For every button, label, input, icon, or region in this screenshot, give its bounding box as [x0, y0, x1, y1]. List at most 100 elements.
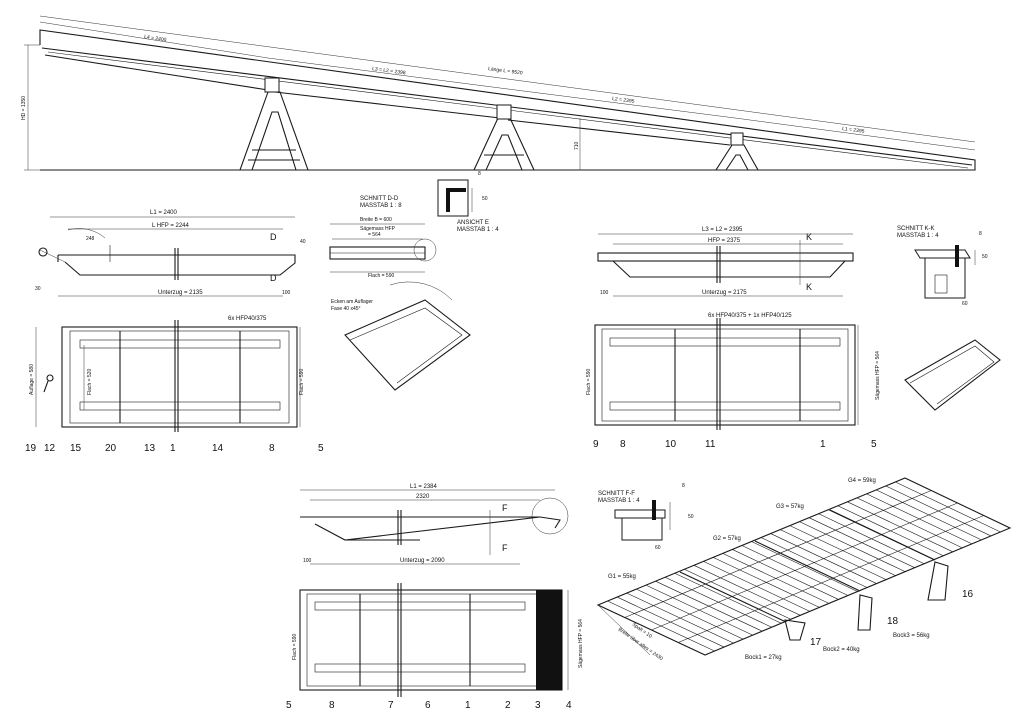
callout-6: 6: [425, 700, 431, 711]
sec-ff-d3: 60: [655, 545, 661, 551]
m2-cut-top: K: [806, 232, 812, 242]
m1-flach-l: Flach = 520: [87, 369, 93, 395]
callout-19: 19: [25, 443, 37, 454]
callout-5-m1: 5: [318, 443, 324, 454]
m1-cut-top: D: [270, 232, 277, 242]
m2-cut-bottom: K: [806, 282, 812, 292]
dim-h1: 710: [574, 141, 580, 150]
m2-dim-hfp: HFP = 2375: [708, 238, 741, 244]
callout-16: 16: [962, 589, 974, 600]
sec-dd-flach: Flach = 590: [368, 273, 394, 279]
m1-cut-bottom: D: [270, 273, 277, 283]
module-3-elevation: L1 = 2384 2320 Unterzug = 2090 100 F F: [300, 484, 569, 565]
dim-l1: L1 = 2395: [842, 126, 865, 135]
module-2-isometric: [904, 339, 1001, 411]
callout-3: 3: [535, 700, 541, 711]
m1-dim-30: 30: [35, 286, 41, 292]
callout-7: 7: [388, 700, 394, 711]
module-2-elevation: L3 = L2 = 2395 HFP = 2375 Unterzug = 217…: [597, 227, 854, 297]
callout-15: 15: [70, 443, 82, 454]
m3-cut-top: F: [502, 503, 508, 513]
weight-bock1: Bock1 = 27kg: [745, 655, 782, 661]
module-2-plan: 6x HFP40/375 + 1x HFP40/125 Flach = 590 …: [586, 313, 881, 430]
callout-5-m2: 5: [871, 439, 877, 450]
m1-iso-note-1: Ecken am Auflager: [331, 299, 373, 305]
m1-auflage: Auflage = 580: [29, 364, 35, 395]
sec-kk-d3: 60: [962, 301, 968, 307]
m1-dim-248: 248: [86, 236, 95, 242]
ans-e-scale: MASSTAB 1 : 4: [457, 227, 499, 233]
sec-dd-scale: MASSTAB 1 : 8: [360, 203, 402, 209]
weight-g2: G2 = 57kg: [713, 536, 741, 542]
section-d-d: SCHNITT D-D MASSTAB 1 : 8 Breite B = 600…: [329, 196, 437, 279]
rail-line: [651, 502, 958, 631]
m2-dim-unterzug: Unterzug = 2175: [702, 290, 747, 296]
m1-flach-r: Flach = 590: [299, 369, 305, 395]
m1-dim-l1: L1 = 2400: [150, 210, 178, 216]
sec-kk-d1: 8: [979, 231, 982, 237]
callout-5-m3: 5: [286, 700, 292, 711]
m2-flach: Flach = 590: [586, 369, 592, 395]
weight-bock2: Bock2 = 40kg: [823, 647, 860, 653]
callout-13: 13: [144, 443, 156, 454]
callout-4: 4: [566, 700, 572, 711]
m1-dim-100: 100: [282, 290, 291, 296]
rail-line: [624, 490, 932, 618]
sec-ff-d2: 50: [688, 514, 694, 520]
sec-kk-d2: 50: [982, 254, 988, 260]
ramp-isometric: G1 = 55kg G2 = 57kg G3 = 57kg G4 = 59kg …: [596, 477, 1012, 662]
weight-g3: G3 = 57kg: [776, 504, 804, 510]
callout-17: 17: [810, 637, 822, 648]
callout-12: 12: [44, 443, 56, 454]
dim-l3: L3 = L2 = 2398: [372, 66, 406, 76]
module-3-plan: Flach = 590 Sägemass HFP = 564: [292, 583, 584, 697]
rail-line: [678, 515, 984, 643]
callout-8-m1: 8: [269, 443, 275, 454]
callout-11: 11: [705, 439, 716, 450]
callout-10: 10: [665, 439, 677, 450]
m3-dim-2320: 2320: [416, 494, 430, 500]
sec-kk-scale: MASSTAB 1 : 4: [897, 233, 939, 239]
sec-ff-scale: MASSTAB 1 : 4: [598, 498, 640, 504]
dim-hd: HD = 1350: [21, 96, 27, 120]
m3-dim-100: 100: [303, 558, 312, 564]
weight-g4: G4 = 59kg: [848, 478, 876, 484]
dim-l2: L2 = 2395: [612, 96, 635, 105]
m3-cut-bottom: F: [502, 543, 508, 553]
callout-14: 14: [212, 443, 224, 454]
m1-dim-40: 40: [300, 239, 306, 245]
callout-9: 9: [593, 439, 599, 450]
m1-iso-note-2: Fase 40 x45°: [331, 306, 361, 312]
m1-dim-unterzug: Unterzug = 2135: [158, 290, 203, 296]
ans-e-d1: 8: [478, 171, 481, 177]
sec-dd-title: SCHNITT D-D: [360, 196, 399, 202]
section-k-k: SCHNITT K-K MASSTAB 1 : 4 8 50 60: [897, 226, 988, 307]
callout-1-m2: 1: [820, 439, 826, 450]
dim-total-length: Länge L = 9520: [488, 66, 523, 77]
sec-ff-title: SCHNITT F-F: [598, 491, 635, 497]
sec-kk-title: SCHNITT K-K: [897, 226, 935, 232]
callout-20: 20: [105, 443, 117, 454]
callout-1-m3: 1: [465, 700, 471, 711]
m1-hfp-note: 6x HFP40/375: [228, 316, 267, 322]
m3-dim-l1: L1 = 2384: [410, 484, 438, 490]
m2-dim-l3: L3 = L2 = 2395: [702, 227, 743, 233]
m3-flach: Flach = 590: [292, 634, 298, 660]
callouts: 19 12 15 20 13 1 14 8 5 9 8 10 11 1 5 5 …: [25, 439, 974, 711]
callout-8-m2: 8: [620, 439, 626, 450]
ramp-side-view: L4 = 2400 L3 = L2 = 2398 Länge L = 9520 …: [21, 15, 976, 171]
section-f-f: SCHNITT F-F MASSTAB 1 : 4 8 50 60: [598, 483, 694, 551]
callout-18: 18: [887, 616, 899, 627]
ans-e-title: ANSICHT E: [457, 220, 489, 226]
m1-dim-lhfp: L HFP = 2244: [152, 223, 190, 229]
sec-dd-saege: Sägemass HFP: [360, 226, 396, 232]
callout-2: 2: [505, 700, 511, 711]
callout-1-m1: 1: [170, 443, 176, 454]
m2-dim-100: 100: [600, 290, 609, 296]
module-1-elevation: L1 = 2400 L HFP = 2244 Unterzug = 2135 2…: [35, 210, 306, 297]
module-1-plan: 6x HFP40/375 Auflage = 580 Flach = 520 F…: [29, 316, 305, 432]
sec-ff-d1: 8: [682, 483, 685, 489]
m3-dim-unterzug: Unterzug = 2090: [400, 558, 445, 564]
